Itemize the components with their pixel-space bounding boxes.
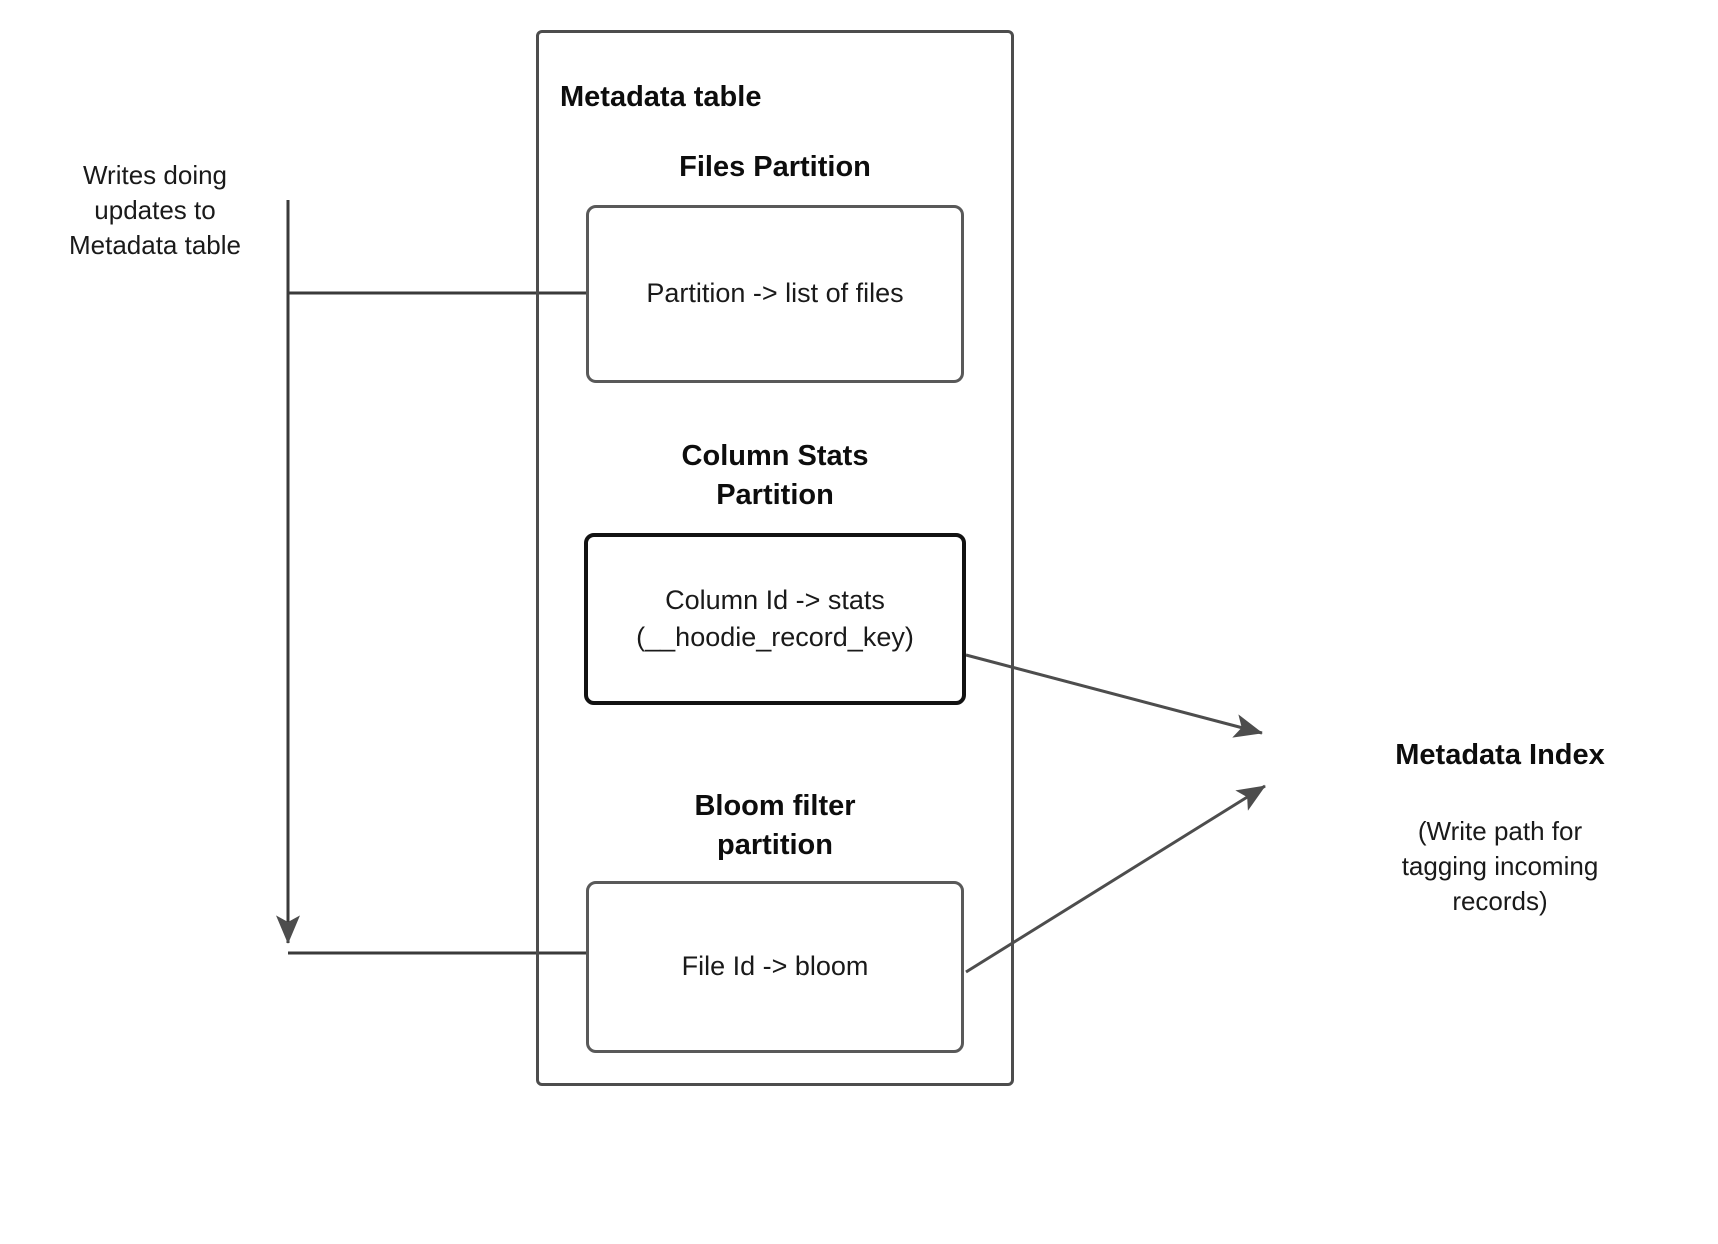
files-partition-box: Partition -> list of files bbox=[586, 205, 964, 383]
metadata-index-caption: (Write path for tagging incoming records… bbox=[1401, 816, 1599, 917]
column-stats-partition-heading: Column Stats Partition bbox=[681, 440, 869, 511]
bloom-filter-partition-heading: Bloom filter partition bbox=[694, 790, 856, 861]
column-stats-partition-box-text: Column Id -> stats (__hoodie_record_key) bbox=[636, 584, 914, 652]
column-stats-partition-box: Column Id -> stats (__hoodie_record_key) bbox=[584, 533, 966, 705]
metadata-index-title: Metadata Index bbox=[1395, 739, 1605, 771]
bloom-filter-partition-box-text: File Id -> bloom bbox=[681, 951, 869, 982]
files-partition-box-text: Partition -> list of files bbox=[646, 278, 904, 309]
metadata-table-title: Metadata table bbox=[560, 81, 762, 113]
files-partition-heading: Files Partition bbox=[679, 151, 871, 183]
bloom-filter-partition-box: File Id -> bloom bbox=[586, 881, 964, 1053]
metadata-table-container bbox=[536, 30, 1014, 1086]
writes-updates-annotation: Writes doing updates to Metadata table bbox=[68, 160, 241, 261]
